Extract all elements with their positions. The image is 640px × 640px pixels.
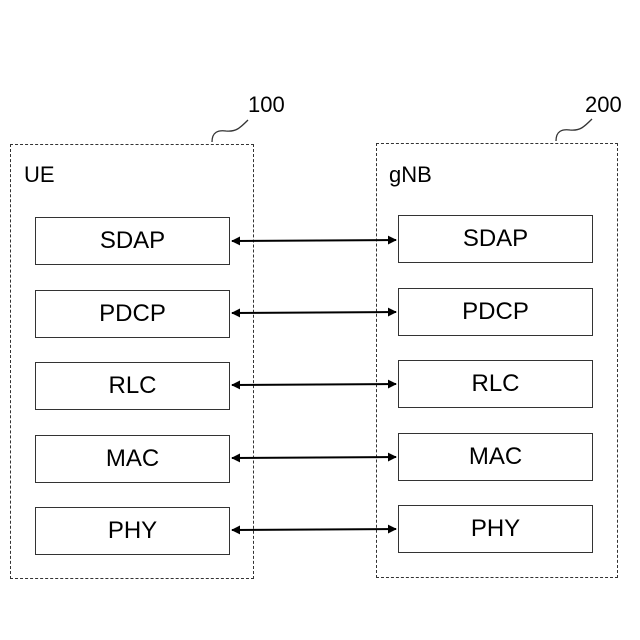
gnb-layer-sdap: SDAP	[398, 215, 593, 263]
gnb-reference-number: 200	[585, 94, 622, 116]
gnb-layer-phy: PHY	[398, 505, 593, 553]
ue-layer-sdap: SDAP	[35, 217, 230, 265]
arrow-sdap	[232, 240, 396, 241]
gnb-layer-pdcp: PDCP	[398, 288, 593, 336]
ue-leader-line	[212, 120, 248, 142]
gnb-leader-line	[556, 119, 592, 141]
arrow-rlc	[232, 384, 396, 385]
arrow-mac	[232, 457, 396, 458]
arrow-phy	[232, 529, 396, 530]
ue-reference-number: 100	[248, 94, 285, 116]
ue-layer-rlc: RLC	[35, 362, 230, 410]
gnb-layer-mac: MAC	[398, 433, 593, 481]
arrow-pdcp	[232, 312, 396, 313]
ue-layer-phy: PHY	[35, 507, 230, 555]
gnb-layer-rlc: RLC	[398, 360, 593, 408]
gnb-label: gNB	[389, 164, 432, 186]
ue-layer-mac: MAC	[35, 435, 230, 483]
ue-label: UE	[24, 164, 55, 186]
ue-layer-pdcp: PDCP	[35, 290, 230, 338]
